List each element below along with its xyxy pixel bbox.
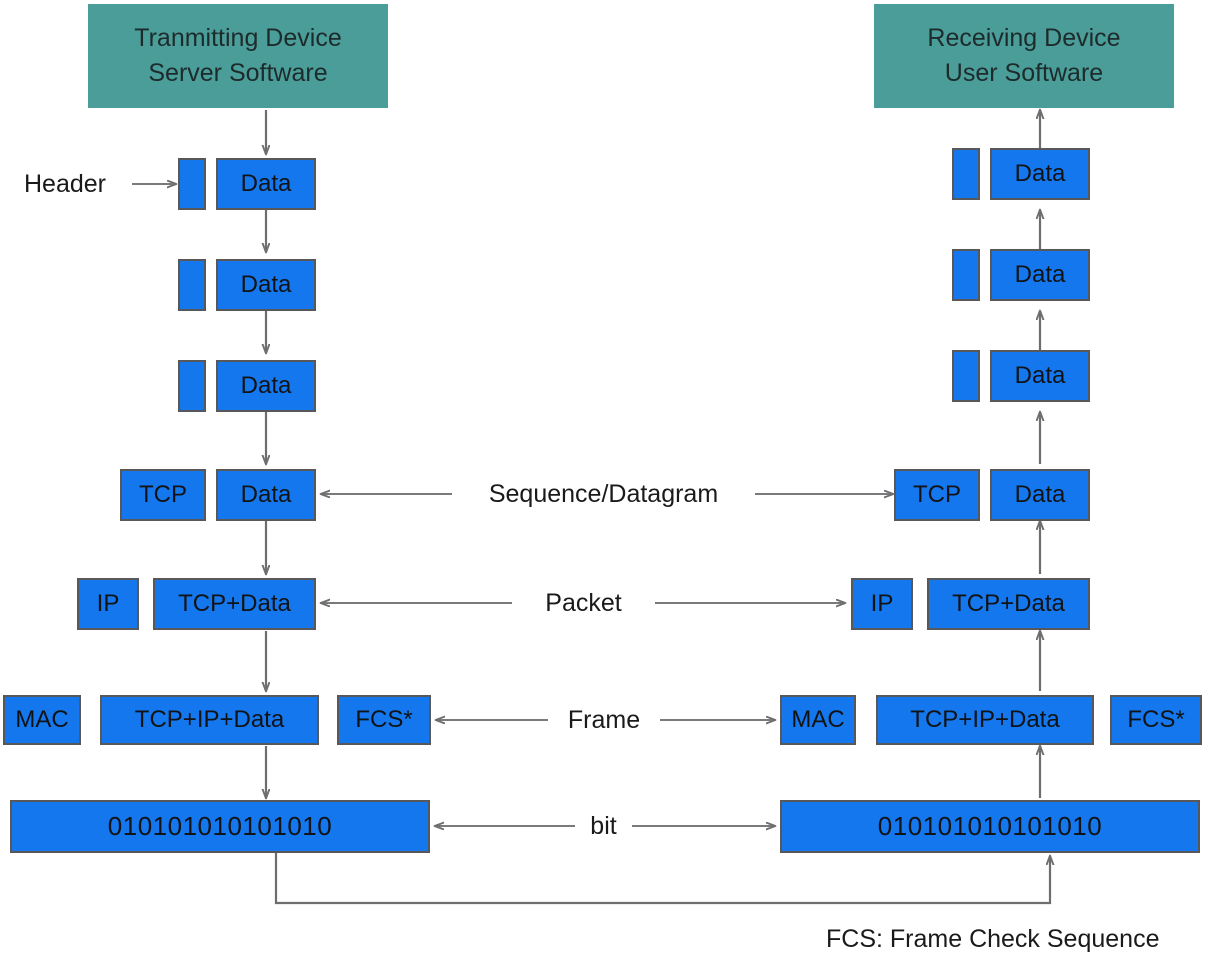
right-app-3-header-box bbox=[952, 350, 980, 402]
receiving-device-title: Receiving Device bbox=[927, 23, 1121, 52]
pdu-label-sequence-datagram: Sequence/Datagram bbox=[488, 479, 719, 508]
right-app-2-payload-box: Data bbox=[990, 249, 1090, 301]
pdu-label-bit: bit bbox=[590, 811, 617, 840]
left-datalink-trailer-box: FCS* bbox=[337, 695, 431, 745]
right-app-3-payload-box: Data bbox=[990, 350, 1090, 402]
left-app-3-header-box bbox=[178, 360, 206, 412]
right-app-2-header-box bbox=[952, 249, 980, 301]
right-app-1-payload-box: Data bbox=[990, 148, 1090, 200]
right-transport-header-box: TCP bbox=[894, 469, 980, 521]
left-app-2-payload-box: Data bbox=[216, 259, 316, 311]
left-network-payload-box: TCP+Data bbox=[153, 578, 316, 630]
left-datalink-payload-box: TCP+IP+Data bbox=[100, 695, 319, 745]
left-network-header-box: IP bbox=[77, 578, 139, 630]
receiving-device-box: Receiving Device User Software bbox=[874, 4, 1174, 108]
left-app-3-payload-box: Data bbox=[216, 360, 316, 412]
right-app-1-header-box bbox=[952, 148, 980, 200]
left-app-2-header-box bbox=[178, 259, 206, 311]
pdu-label-packet: Packet bbox=[545, 588, 622, 617]
left-app-1-header-box bbox=[178, 158, 206, 210]
left-physical-bits-box: 010101010101010 bbox=[10, 800, 430, 853]
right-datalink-header-box: MAC bbox=[780, 695, 856, 745]
left-app-1-payload-box: Data bbox=[216, 158, 316, 210]
left-transport-header-box: TCP bbox=[120, 469, 206, 521]
right-datalink-trailer-box: FCS* bbox=[1110, 695, 1202, 745]
right-transport-payload-box: Data bbox=[990, 469, 1090, 521]
transmitting-device-title: Tranmitting Device bbox=[134, 23, 342, 52]
right-network-header-box: IP bbox=[851, 578, 913, 630]
left-transport-payload-box: Data bbox=[216, 469, 316, 521]
transmitting-device-box: Tranmitting Device Server Software bbox=[88, 4, 388, 108]
transmitting-device-subtitle: Server Software bbox=[148, 59, 328, 87]
right-datalink-payload-box: TCP+IP+Data bbox=[876, 695, 1094, 745]
right-physical-bits-box: 010101010101010 bbox=[780, 800, 1200, 853]
left-datalink-header-box: MAC bbox=[3, 695, 81, 745]
pdu-label-frame: Frame bbox=[567, 705, 641, 734]
header-label: Header bbox=[24, 169, 106, 198]
right-network-payload-box: TCP+Data bbox=[927, 578, 1090, 630]
receiving-device-subtitle: User Software bbox=[944, 59, 1104, 87]
fcs-footnote: FCS: Frame Check Sequence bbox=[826, 925, 1160, 953]
